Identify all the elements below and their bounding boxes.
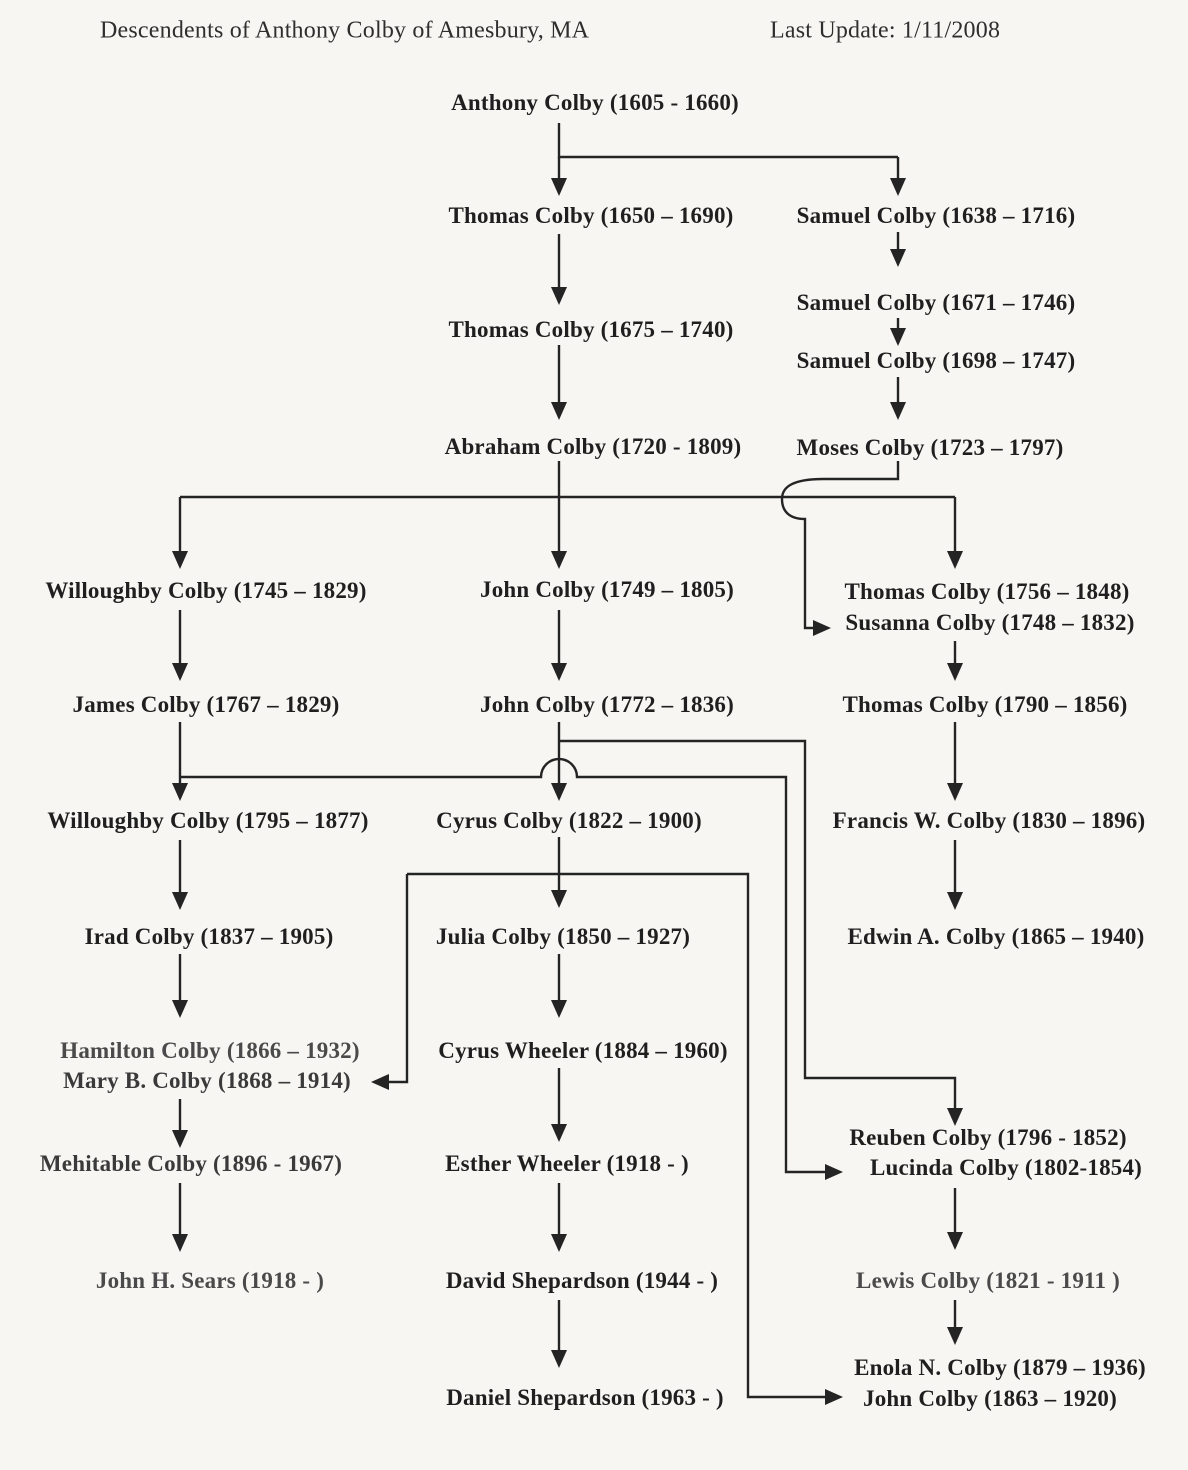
last-update-label: Last Update: 1/11/2008 <box>770 17 1001 44</box>
person-reuben-colby-1796: Reuben Colby (1796 - 1852) <box>849 1125 1127 1150</box>
person-john-h-sears-1918: John H. Sears (1918 - ) <box>95 1268 325 1293</box>
person-thomas-colby-1650: Thomas Colby (1650 – 1690) <box>448 203 734 228</box>
person-abraham-colby-1720: Abraham Colby (1720 - 1809) <box>444 434 742 459</box>
person-cyrus-colby-1822: Cyrus Colby (1822 – 1900) <box>436 808 702 833</box>
person-james-colby-1767: James Colby (1767 – 1829) <box>72 692 340 717</box>
person-samuel-colby-1671: Samuel Colby (1671 – 1746) <box>796 290 1076 315</box>
person-samuel-colby-1638: Samuel Colby (1638 – 1716) <box>796 203 1076 228</box>
person-david-shepardson-1944: David Shepardson (1944 - ) <box>445 1268 719 1293</box>
person-john-colby-1749: John Colby (1749 – 1805) <box>480 577 734 602</box>
person-francis-w-colby-1830: Francis W. Colby (1830 – 1896) <box>832 808 1146 833</box>
person-lewis-colby-1821: Lewis Colby (1821 - 1911 ) <box>856 1268 1120 1293</box>
person-enola-n-colby-1879: Enola N. Colby (1879 – 1936) <box>854 1355 1146 1380</box>
person-mary-b-colby-1868: Mary B. Colby (1868 – 1914) <box>63 1068 351 1093</box>
person-edwin-a-colby-1865: Edwin A. Colby (1865 – 1940) <box>847 924 1145 949</box>
person-moses-colby-1723: Moses Colby (1723 – 1797) <box>796 435 1064 460</box>
person-julia-colby-1850: Julia Colby (1850 – 1927) <box>435 924 691 949</box>
person-irad-colby-1837: Irad Colby (1837 – 1905) <box>84 924 334 949</box>
person-hamilton-colby-1866: Hamilton Colby (1866 – 1932) <box>60 1038 360 1063</box>
person-thomas-colby-1675: Thomas Colby (1675 – 1740) <box>448 317 734 342</box>
person-willoughby-colby-1745: Willoughby Colby (1745 – 1829) <box>45 578 367 603</box>
person-thomas-colby-1790: Thomas Colby (1790 – 1856) <box>842 692 1128 717</box>
page-title: Descendents of Anthony Colby of Amesbury… <box>100 17 590 44</box>
person-willoughby-colby-1795: Willoughby Colby (1795 – 1877) <box>47 808 369 833</box>
person-anthony-colby-1605: Anthony Colby (1605 - 1660) <box>451 90 739 115</box>
person-susanna-colby-1748: Susanna Colby (1748 – 1832) <box>845 610 1135 635</box>
person-mehitable-colby-1896: Mehitable Colby (1896 - 1967) <box>39 1151 343 1176</box>
person-samuel-colby-1698: Samuel Colby (1698 – 1747) <box>796 348 1076 373</box>
person-esther-wheeler-1918: Esther Wheeler (1918 - ) <box>445 1151 689 1176</box>
person-daniel-shepardson-1963: Daniel Shepardson (1963 - ) <box>446 1385 724 1410</box>
person-lucinda-colby-1802: Lucinda Colby (1802-1854) <box>869 1155 1143 1180</box>
person-thomas-colby-1756: Thomas Colby (1756 – 1848) <box>844 579 1130 604</box>
person-john-colby-1772: John Colby (1772 – 1836) <box>480 692 734 717</box>
person-john-colby-1863: John Colby (1863 – 1920) <box>863 1386 1117 1411</box>
person-cyrus-wheeler-1884: Cyrus Wheeler (1884 – 1960) <box>438 1038 728 1063</box>
